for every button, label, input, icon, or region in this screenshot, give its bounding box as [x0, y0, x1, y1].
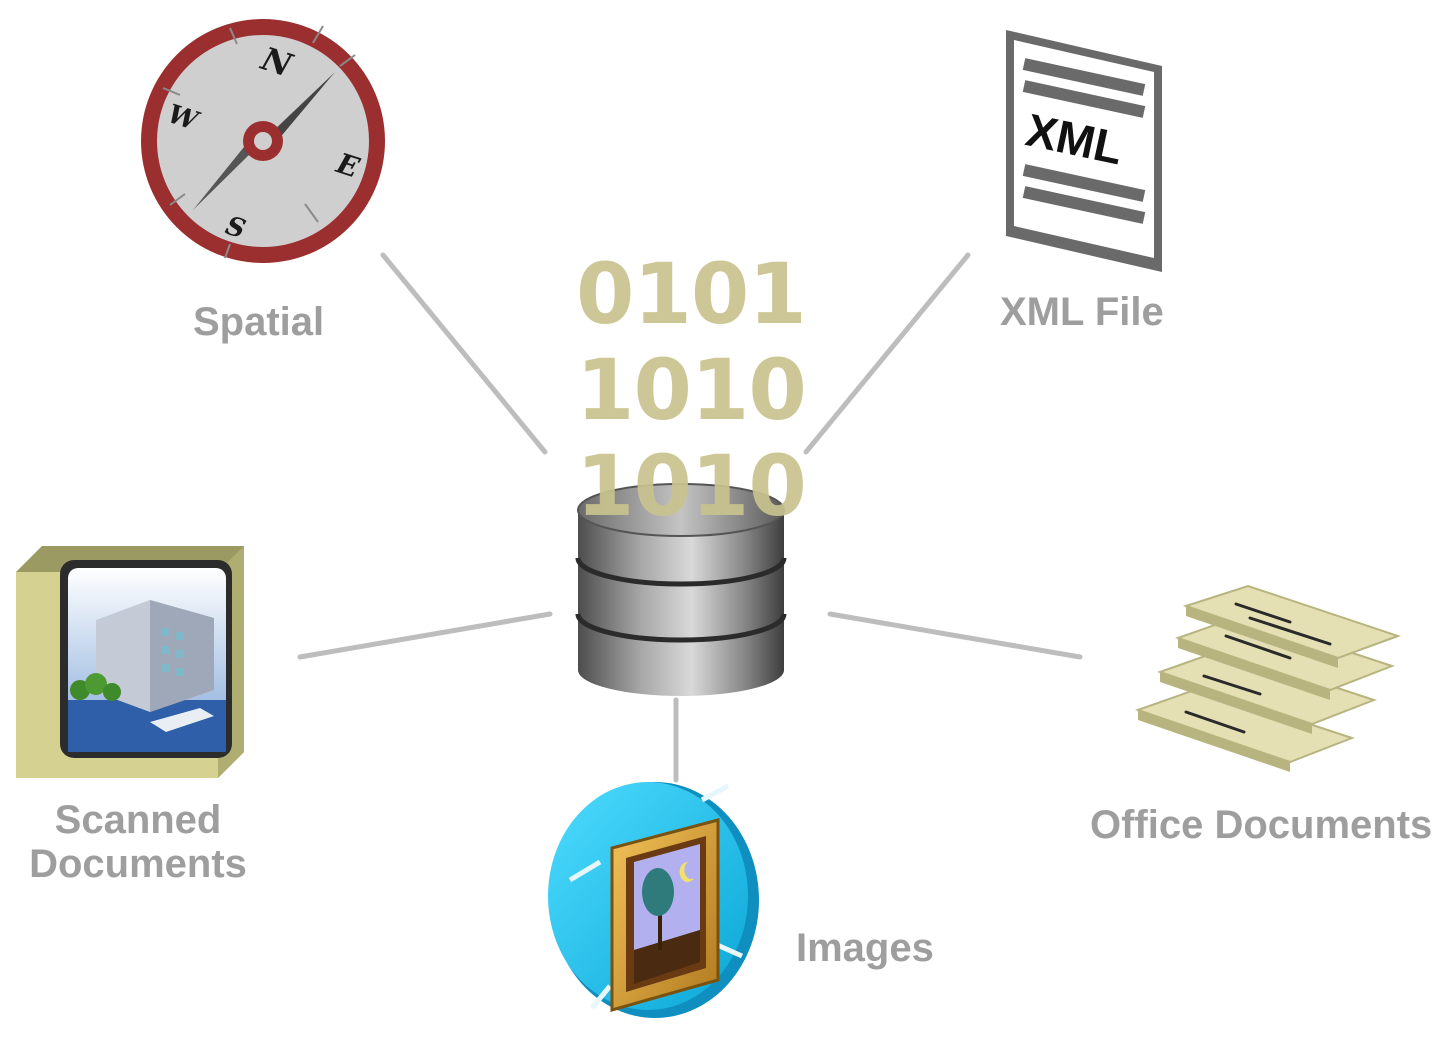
compass-icon — [141, 19, 385, 263]
label-xml-file: XML File — [1000, 290, 1164, 334]
office-documents-icon — [1134, 584, 1402, 772]
label-spatial: Spatial — [193, 300, 325, 344]
connectors — [297, 252, 1083, 783]
database-icon — [575, 483, 787, 696]
connector-xml — [803, 252, 971, 455]
connector-office — [827, 611, 1083, 660]
connector-spatial — [380, 252, 548, 455]
scanned-document-icon — [16, 546, 244, 778]
label-scanned-line1: Scanned — [54, 798, 222, 842]
binary-data: 0101 1010 1010 — [576, 245, 807, 535]
binary-line: 1010 — [576, 341, 807, 439]
xml-document-icon — [1006, 30, 1162, 272]
images-icon — [548, 782, 759, 1018]
label-images: Images — [796, 926, 934, 970]
label-scanned-line2: Documents — [29, 842, 247, 886]
label-office-documents: Office Documents — [1090, 803, 1433, 847]
connector-scanned — [297, 611, 553, 660]
binary-line: 0101 — [576, 245, 807, 343]
label-scanned-documents: Scanned Documents — [24, 798, 252, 886]
binary-line: 1010 — [576, 437, 807, 535]
